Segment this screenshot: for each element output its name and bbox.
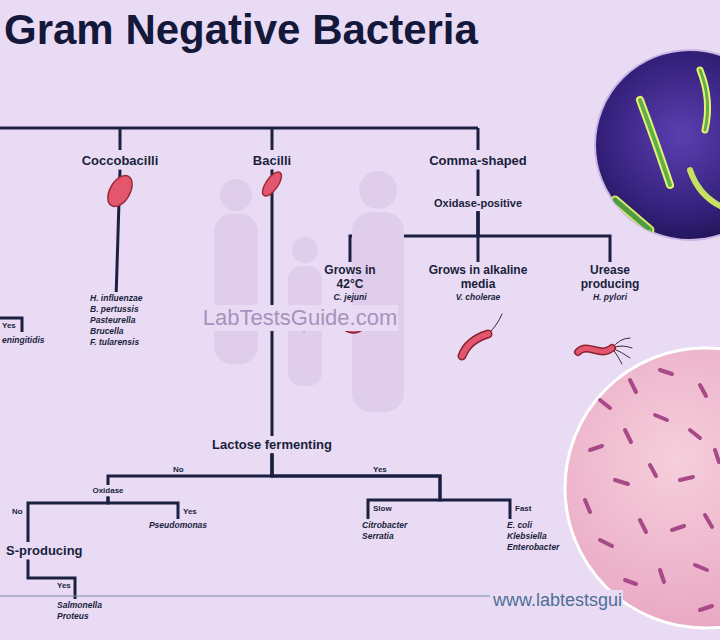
tree-node: H. influenzaeB. pertussisPasteurellaBruc…: [88, 292, 144, 349]
node-text: V. cholerae: [427, 292, 529, 303]
coccobacillus-icon: [103, 171, 137, 210]
tree-node: Coccobacilli: [80, 152, 161, 170]
node-text: H. pylori: [574, 292, 646, 303]
tree-node: SalmonellaProteus: [55, 599, 104, 623]
micrograph-rods: [615, 70, 720, 255]
rule-line: [0, 596, 490, 597]
node-heading: Grows in alkaline media: [427, 263, 529, 292]
tree-connector: [270, 170, 273, 436]
tree-node: Comma-shaped: [427, 152, 529, 170]
node-heading: Comma-shaped: [429, 153, 527, 169]
figure-head: [359, 171, 397, 209]
tree-connector: [108, 454, 272, 485]
tree-connector: [476, 170, 479, 196]
node-heading: S-producing: [6, 543, 83, 559]
tree-node: Oxidase: [90, 485, 125, 497]
tree-node: Oxidase-positive: [432, 196, 524, 211]
helicobacter-icon: [578, 338, 632, 364]
node-heading: Lactose fermenting: [212, 437, 332, 453]
node-heading: Grows in 42°C: [314, 263, 386, 292]
node-heading: Oxidase: [92, 486, 123, 496]
tree-connector: [28, 497, 108, 542]
node-text: Enterobacter: [507, 542, 559, 553]
tree-node: E. coliKlebsiellaEnterobacter: [505, 519, 561, 554]
node-text: Brucella: [90, 326, 142, 337]
node-text: Pasteurella: [90, 315, 142, 326]
figure-head: [292, 237, 318, 263]
tree-connector: [272, 454, 510, 519]
node-heading: Oxidase-positive: [434, 197, 522, 210]
micrograph-circle: [565, 348, 720, 628]
node-text: C. jejuni: [314, 292, 386, 303]
tree-node: S-producing: [4, 542, 85, 560]
branch-label: No: [172, 465, 185, 474]
node-text: F. tularensis: [90, 337, 142, 348]
branch-label: Yes: [1, 321, 17, 330]
vibrio-icon: [462, 314, 502, 356]
tree-node: Grows in 42°CC. jejuni: [312, 262, 388, 304]
node-heading: E. coli: [507, 520, 559, 531]
node-text: Proteus: [57, 611, 102, 622]
micrograph-circle: [595, 50, 720, 240]
tree-node: Bacilli: [251, 152, 293, 170]
node-text: Serratia: [362, 531, 407, 542]
tree-node: Grows in alkaline mediaV. cholerae: [425, 262, 531, 304]
branch-label: Yes: [182, 507, 198, 516]
node-heading: Salmonella: [57, 600, 102, 611]
figure-body: [214, 214, 258, 364]
branch-label: Yes: [56, 581, 72, 590]
tree-bar: [0, 128, 478, 150]
website-text: www.labtestsgui: [492, 590, 623, 611]
tree-connector: [108, 497, 178, 519]
node-heading: Pseudomonas: [149, 520, 207, 531]
figure-head: [220, 179, 252, 211]
watermark-figures: [214, 171, 404, 412]
tree-node: Pseudomonas: [147, 519, 209, 532]
micrograph-rods: [585, 370, 719, 610]
watermark-text: LabTestsGuide.com: [202, 305, 398, 331]
bacillus-icon: [259, 169, 285, 199]
node-heading: Urease producing: [574, 263, 646, 292]
branch-label: Yes: [372, 465, 388, 474]
tree-connector: [478, 211, 610, 262]
tree-node: CitrobacterSerratia: [360, 519, 409, 543]
diagram-title: Gram Negative Bacteria: [4, 6, 478, 54]
node-heading: Coccobacilli: [82, 153, 159, 169]
node-text: B. pertussis: [90, 304, 142, 315]
tree-bar: [0, 318, 22, 332]
branch-label: Fast: [514, 504, 532, 513]
tree-node: Urease producingH. pylori: [572, 262, 648, 304]
branch-label: Slow: [372, 504, 393, 513]
node-heading: Bacilli: [253, 153, 291, 169]
node-text: Klebsiella: [507, 531, 559, 542]
tree-connector: [28, 560, 75, 599]
branch-label: No: [11, 507, 24, 516]
tree-connector: [272, 454, 440, 519]
branch-label: eningitidis: [1, 335, 46, 345]
node-heading: Citrobacter: [362, 520, 407, 531]
node-heading: H. influenzae: [90, 293, 142, 304]
tree-node: Lactose fermenting: [210, 436, 334, 454]
